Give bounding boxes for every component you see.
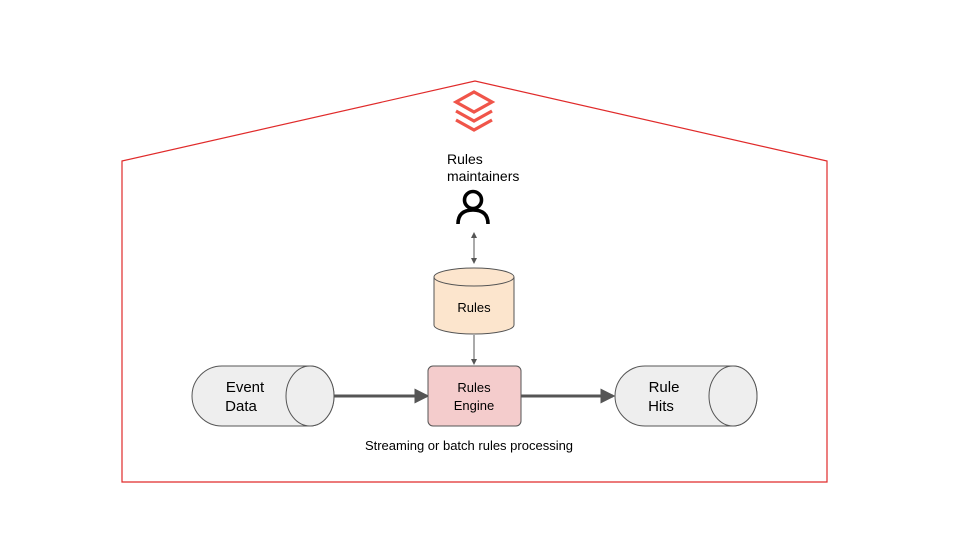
rules-database-label: Rules (457, 300, 491, 315)
person-icon (456, 189, 490, 225)
event-data-label: Event (226, 379, 265, 396)
rules-engine-label: Rules (457, 380, 491, 395)
event-data-label-line2: Data (225, 398, 257, 415)
rule-hits-cylinder: Rule Hits (614, 365, 758, 427)
rule-hits-label-line2: Hits (648, 398, 674, 415)
platform-boundary (121, 80, 828, 483)
rule-hits-label: Rule (649, 379, 680, 396)
rules-engine-box: Rules Engine (427, 365, 522, 427)
stacked-layers-logo-icon (452, 90, 496, 132)
processing-caption: Streaming or batch rules processing (365, 438, 573, 453)
rules-database: Rules (433, 267, 515, 335)
event-data-cylinder: Event Data (191, 365, 335, 427)
rules-engine-label-line2: Engine (454, 398, 494, 413)
rules-maintainers-label: Rules maintainers (447, 151, 519, 184)
